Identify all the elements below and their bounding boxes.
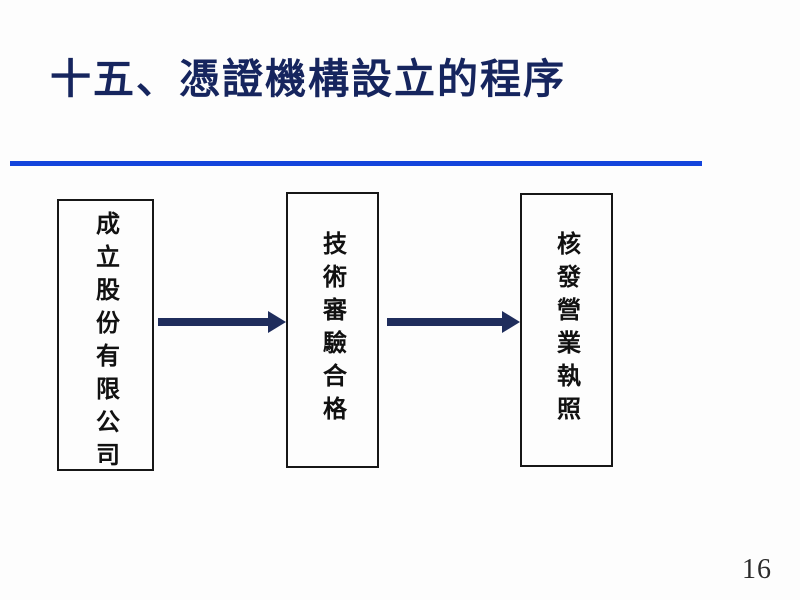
title-underline-rule <box>10 161 702 166</box>
flow-step-box-1[interactable]: 成立股份有限公司 <box>57 199 154 475</box>
flow-step-label-2: 技術審驗合格 <box>318 231 348 429</box>
flow-step-label-3: 核發營業執照 <box>552 231 582 429</box>
arrow-head-icon <box>268 311 286 333</box>
arrow-shaft-icon <box>158 318 270 326</box>
title-block: 十五、憑證機構設立的程序 <box>0 50 800 166</box>
flow-arrow-2 <box>387 311 520 333</box>
flow-step-box-2[interactable]: 技術審驗合格 <box>286 192 379 468</box>
flow-arrow-1 <box>158 311 286 333</box>
page-title: 十五、憑證機構設立的程序 <box>50 55 566 103</box>
flow-step-box-3[interactable]: 核發營業執照 <box>520 193 613 467</box>
arrow-shaft-icon <box>387 318 504 326</box>
page-number: 16 <box>742 554 772 585</box>
flow-step-label-1: 成立股份有限公司 <box>91 211 121 475</box>
arrow-head-icon <box>502 311 520 333</box>
